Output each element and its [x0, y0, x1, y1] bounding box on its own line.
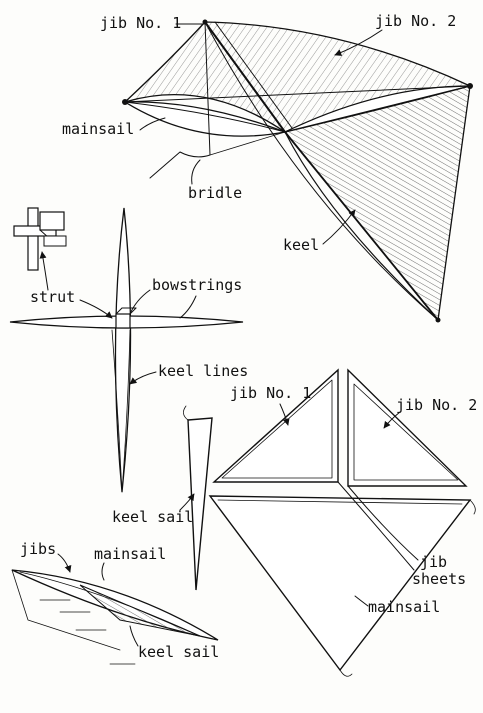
label-mainsail-top: mainsail [62, 120, 134, 138]
sail-patterns [183, 368, 476, 677]
jib-no2-pattern [347, 368, 468, 487]
mainsail-pattern [208, 495, 472, 672]
jib-no1-pattern [212, 368, 339, 483]
label-jibs-side: jibs [20, 540, 56, 558]
label-keel-sail-side: keel sail [138, 643, 219, 661]
label-jib-no2-top: jib No. 2 [375, 12, 456, 30]
label-jib-no1-top: jib No. 1 [100, 14, 181, 32]
label-bowstrings: bowstrings [152, 276, 242, 294]
kite-side-view [11, 569, 219, 665]
label-jib-no1-pattern: jib No. 1 [230, 384, 311, 402]
strut-detail [13, 207, 67, 271]
label-keel: keel [283, 236, 319, 254]
assembled-kite [122, 19, 473, 323]
label-strut: strut [30, 288, 75, 306]
label-jib-sheets-1: jib [420, 553, 447, 571]
label-jib-no2-pattern: jib No. 2 [396, 396, 477, 414]
keel-sail-pattern [187, 417, 213, 591]
label-bridle: bridle [188, 184, 242, 202]
label-keel-lines: keel lines [158, 362, 248, 380]
label-mainsail-side: mainsail [94, 545, 166, 563]
label-mainsail-pattern: mainsail [368, 598, 440, 616]
label-jib-sheets-2: sheets [412, 570, 466, 588]
label-keel-sail-pattern: keel sail [112, 508, 193, 526]
jib-no1-sail [124, 20, 286, 133]
kite-frame [9, 207, 244, 493]
